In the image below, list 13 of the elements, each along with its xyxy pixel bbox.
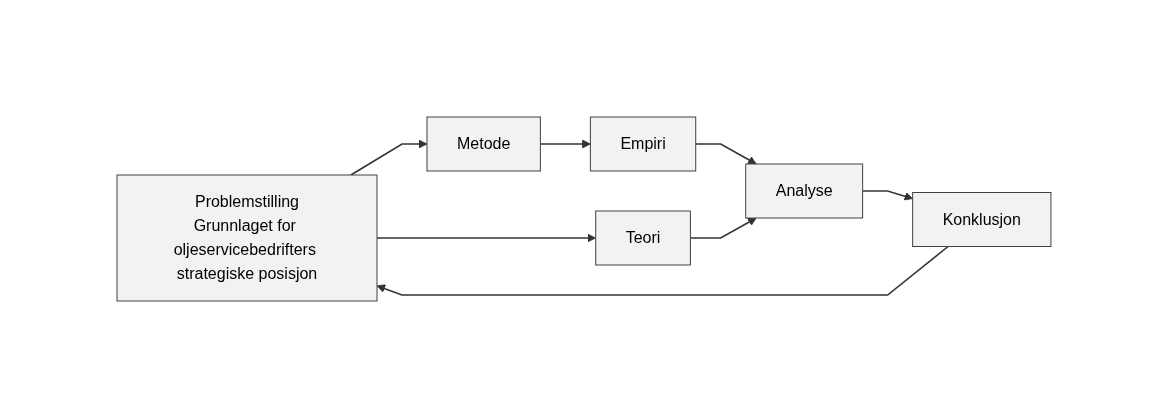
node-box: Metode [426,116,541,172]
arrow [539,139,591,149]
arrow [349,139,427,176]
node-box: Problemstilling Grunnlaget for oljeservicebedrifters strategiske posisjon [116,174,378,302]
node-box: Analyse [744,163,863,219]
arrow [375,233,596,243]
node-box: Konklusjon [911,192,1051,247]
node-box: Empiri [589,116,696,172]
node-box: Teori [594,210,691,266]
arrow [861,190,913,201]
arrow [689,217,757,239]
arrow [376,245,949,296]
arrow [694,143,757,165]
